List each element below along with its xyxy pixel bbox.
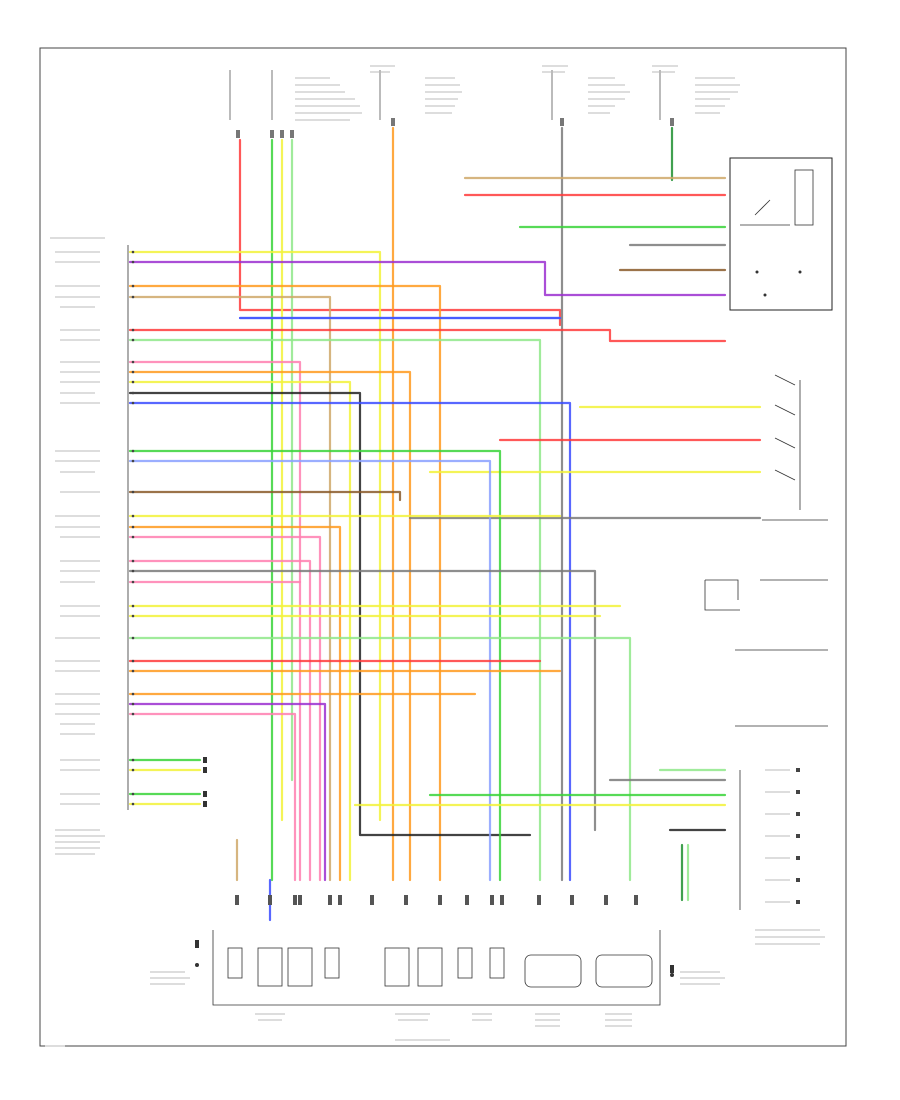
wire-pink-3 <box>128 360 302 882</box>
wire-violet-11 <box>128 702 327 882</box>
wire-blue-3 <box>128 401 572 882</box>
wire-lgreen-2 <box>128 338 542 882</box>
wire-pink-5 <box>128 535 322 882</box>
tcm-pin-labels <box>50 237 105 855</box>
wire-orange-1 <box>128 284 442 882</box>
wire-yellow-3 <box>128 380 352 882</box>
wire-orange-3 <box>128 370 412 882</box>
wire-yellow-1 <box>128 250 382 822</box>
fluid-temp-sensor <box>704 579 828 651</box>
wire-tan-1 <box>128 295 332 882</box>
solenoid-connectors <box>203 757 207 807</box>
wire-lblue-4 <box>128 459 492 882</box>
tcm-connector-dots <box>131 250 135 806</box>
top-fuse-connectors <box>229 65 740 138</box>
wires <box>128 126 762 922</box>
range-switch <box>735 725 828 945</box>
wire-orange-5 <box>128 525 342 882</box>
switch-box <box>729 157 833 311</box>
wire-red-2 <box>128 328 727 343</box>
pressure-switches <box>762 374 828 521</box>
wire-pink-11 <box>128 712 297 882</box>
wire-green-4 <box>128 449 502 882</box>
wire-gray-6 <box>128 569 597 832</box>
wire-violet-1 <box>128 260 727 297</box>
diagram-frame <box>39 47 847 1047</box>
wire-pink-6 <box>128 559 312 882</box>
wire-brown-4 <box>128 490 402 502</box>
transmission-components <box>45 895 725 1047</box>
wire-black-3 <box>128 391 532 837</box>
wire-lgreen-9 <box>128 636 632 882</box>
